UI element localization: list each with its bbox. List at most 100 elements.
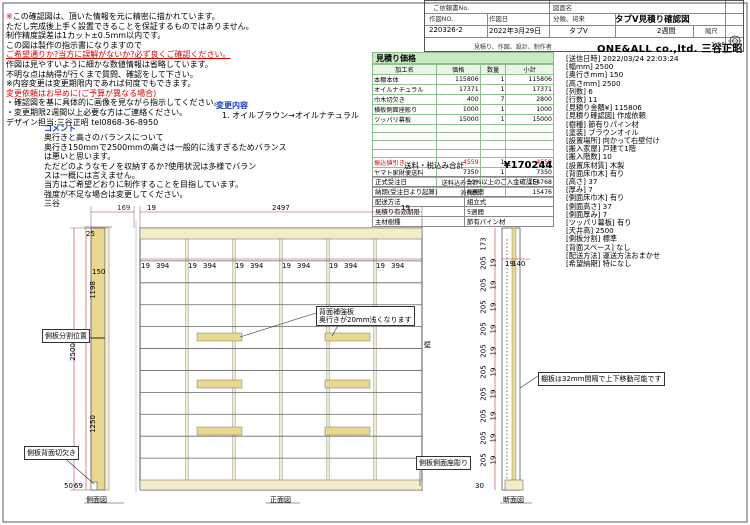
divider-panel xyxy=(232,238,236,481)
projection-symbol-icon xyxy=(728,35,742,47)
dim-col-19: 19 xyxy=(188,262,197,270)
spec-item: [列数] 6 xyxy=(566,86,593,96)
pin-hole xyxy=(506,440,508,443)
pin-hole xyxy=(506,289,508,292)
spec-item: [高さ] 37 xyxy=(566,177,598,187)
pin-hole xyxy=(506,350,508,353)
pin-hole xyxy=(506,304,508,306)
dim-1250: 1250 xyxy=(88,415,97,433)
dim-col-19: 19 xyxy=(235,262,244,270)
pin-hole xyxy=(506,246,508,248)
pin-hole xyxy=(506,329,508,331)
dim-row-205: 205 xyxy=(479,453,488,467)
pin-hole xyxy=(506,296,508,299)
dim-row-205: 205 xyxy=(479,431,488,445)
dim-top-173: 173 xyxy=(479,237,488,251)
class-label: 分類、将来 xyxy=(553,15,585,23)
pin-hole xyxy=(506,278,508,281)
scale-value: 1/25 xyxy=(711,41,726,49)
pin-hole xyxy=(506,286,508,288)
comment-block: コメント 奥行きと高さのバランスについて奥行き150mmで2500mmの高さは一… xyxy=(44,124,324,209)
label-side-view: 側面図 xyxy=(86,496,107,504)
back-reinforce-board xyxy=(324,426,371,436)
pin-hole xyxy=(506,451,508,454)
notice-line: ※この確認図は、頂いた情報を元に精密に描かれています。 xyxy=(6,12,220,21)
spec-item: [側面高さ] 37 xyxy=(566,201,612,211)
dim-col-19: 19 xyxy=(282,262,291,270)
spec-item: [側面厚み] 7 xyxy=(566,209,608,219)
comment-line: は悪いと思います。 xyxy=(44,152,116,162)
label-side-split: 側板分割位置 xyxy=(42,329,90,343)
dim-col-394: 394 xyxy=(297,262,311,270)
back-reinforce-board xyxy=(324,379,371,389)
label-wall: 壁 xyxy=(424,341,431,349)
pin-hole xyxy=(506,412,508,414)
pin-hole xyxy=(506,271,508,274)
notice-line: ・確認図を基に具体的に画像を見ながら指示してください。 xyxy=(6,98,222,108)
label-shelf-note: 棚板は32mm間隔で上下移動可能です xyxy=(538,372,665,386)
notice-line: 変更依頼はお早めに(ご予算が異なる場合) xyxy=(6,88,157,98)
spec-item: [背面スペース] なし xyxy=(566,242,631,252)
spec-item: [設置場所] 向かって右壁付け xyxy=(566,136,660,146)
spec-item: [幅mm] 2500 xyxy=(566,62,614,72)
comment-title: コメント xyxy=(44,124,76,133)
notice-line: ただし完成後上手く設置できることを保証するものではありません。 xyxy=(6,21,254,31)
dim-row-19: 19 xyxy=(489,280,498,290)
notice-line: ご希望通りか?当方に誤解がないか?必ず良くご確認ください。 xyxy=(6,50,231,60)
pin-hole xyxy=(506,458,508,461)
dim-150: 150 xyxy=(92,268,106,276)
notice-line: デザイン担当:三谷正昭 tel0868-36-8950 xyxy=(6,117,159,127)
spec-item: [塗装] ブラウンオイル xyxy=(566,127,639,137)
divider-panel xyxy=(326,238,330,481)
condition-value: 節有パイン材 xyxy=(464,216,554,227)
dim-col-394: 394 xyxy=(203,262,217,270)
pin-hole xyxy=(506,404,508,407)
dim-row-19: 19 xyxy=(489,455,498,465)
pin-hole xyxy=(506,264,508,266)
spec-item: [背面床巾木] 有り xyxy=(566,168,625,178)
pin-hole xyxy=(506,314,508,317)
dim-col-19: 19 xyxy=(376,262,385,270)
pin-hole xyxy=(506,383,508,385)
total-value: ¥170244 xyxy=(503,160,553,171)
pin-hole xyxy=(506,466,508,468)
dim-col-19: 19 xyxy=(329,262,338,270)
dim-row-19: 19 xyxy=(489,433,498,443)
side-view xyxy=(84,226,112,491)
spec-item: [側面床巾木] 有り xyxy=(566,193,625,203)
back-reinforce-board xyxy=(324,332,371,342)
pin-hole xyxy=(506,401,508,403)
comment-line: ただどのようなモノを収納するか?使用状況は多様でバラン xyxy=(44,161,257,171)
dim-row-205: 205 xyxy=(479,409,488,423)
pin-hole xyxy=(506,372,508,374)
notice-block: ※この確認図は、頂いた情報を元に精密に描かれています。ただし完成後上手く設置でき… xyxy=(6,12,366,127)
pin-hole xyxy=(506,336,508,338)
pin-hole xyxy=(506,394,508,396)
pin-hole xyxy=(506,361,508,364)
scale-label: 縮尺 xyxy=(705,27,718,35)
extension-lines xyxy=(70,206,423,491)
comment-line: 強度が不足な場合は変更してください。 xyxy=(44,189,188,199)
pin-hole xyxy=(506,282,508,284)
company-name: ONE&ALL co.,ltd. 三谷正昭 xyxy=(597,44,743,55)
pin-hole xyxy=(506,347,508,349)
pin-hole xyxy=(506,444,508,446)
front-view xyxy=(139,227,423,491)
spec-item: [送信日時] 2022/03/24 22:03:24 xyxy=(566,54,679,63)
pin-hole xyxy=(506,455,508,457)
spec-item: [希望納期] 特になし xyxy=(566,259,632,269)
pin-hole xyxy=(506,257,508,259)
class-value: タブV xyxy=(569,27,588,35)
pin-hole xyxy=(506,433,508,436)
spec-item: [搬入家屋] 戸建て1階 xyxy=(566,144,636,154)
pin-hole xyxy=(506,426,508,428)
spec-item: [樹種] 節有りパイン材 xyxy=(566,119,639,129)
pin-hole xyxy=(506,419,508,421)
back-reinforce-board xyxy=(196,379,243,389)
spec-item: [奥行きmm] 150 xyxy=(566,70,624,80)
dim-2500: 2500 xyxy=(68,343,77,361)
side-back-cutout xyxy=(90,481,98,491)
pin-hole xyxy=(506,340,508,342)
pin-hole xyxy=(506,437,508,439)
